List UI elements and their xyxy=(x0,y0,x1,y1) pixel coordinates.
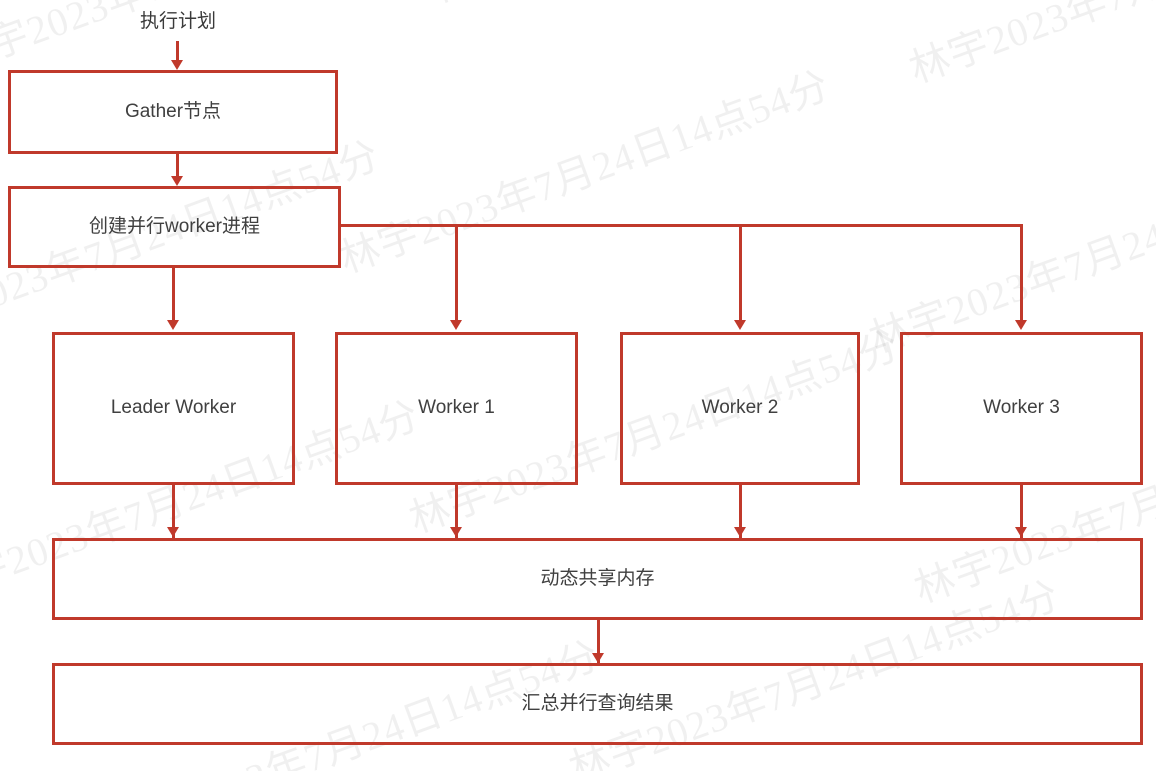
node-leader-worker-label: Leader Worker xyxy=(110,397,237,419)
edge-leader-to-shared-line xyxy=(172,485,175,540)
edge-worker1-to-shared-arrowhead xyxy=(450,527,462,537)
edge-worker3-to-shared-line xyxy=(1020,485,1023,540)
edge-gather-to-create-line xyxy=(176,154,179,178)
edge-leader-to-shared-arrowhead xyxy=(167,527,179,537)
edge-plan-to-gather-line xyxy=(176,41,179,63)
node-worker-3[interactable]: Worker 3 xyxy=(900,332,1143,485)
node-gather[interactable]: Gather节点 xyxy=(8,70,338,154)
edge-shared-to-aggregate-arrowhead xyxy=(592,653,604,663)
edge-create-to-leader-arrowhead xyxy=(167,320,179,330)
edge-create-to-worker3-arrowhead xyxy=(1015,320,1027,330)
node-worker-2-label: Worker 2 xyxy=(701,397,779,419)
node-worker-1[interactable]: Worker 1 xyxy=(335,332,578,485)
entry-label-execution-plan: 执行计划 xyxy=(139,11,217,32)
node-dynamic-shared-memory[interactable]: 动态共享内存 xyxy=(52,538,1143,620)
node-gather-label: Gather节点 xyxy=(124,100,222,122)
node-aggregate-parallel-results[interactable]: 汇总并行查询结果 xyxy=(52,663,1143,745)
edge-worker3-to-shared-arrowhead xyxy=(1015,527,1027,537)
node-create-parallel-worker-label: 创建并行worker进程 xyxy=(88,215,260,237)
edge-create-to-leader-line xyxy=(172,268,175,322)
edge-create-to-worker3-line xyxy=(1020,224,1023,322)
edge-worker2-to-shared-arrowhead xyxy=(734,527,746,537)
edge-shared-to-aggregate-line xyxy=(597,620,600,665)
node-aggregate-parallel-results-label: 汇总并行查询结果 xyxy=(521,692,674,714)
edge-create-branch-bus xyxy=(341,224,1023,227)
node-create-parallel-worker[interactable]: 创建并行worker进程 xyxy=(8,186,341,268)
node-leader-worker[interactable]: Leader Worker xyxy=(52,332,295,485)
edge-create-to-worker1-arrowhead xyxy=(450,320,462,330)
edge-plan-to-gather-arrowhead xyxy=(171,60,183,70)
node-worker-2[interactable]: Worker 2 xyxy=(620,332,860,485)
node-worker-3-label: Worker 3 xyxy=(983,397,1060,419)
node-dynamic-shared-memory-label: 动态共享内存 xyxy=(540,567,655,589)
edge-worker1-to-shared-line xyxy=(455,485,458,540)
edge-worker2-to-shared-line xyxy=(739,485,742,540)
edge-gather-to-create-arrowhead xyxy=(171,176,183,186)
node-worker-1-label: Worker 1 xyxy=(418,397,495,419)
edge-create-to-worker2-arrowhead xyxy=(734,320,746,330)
edge-create-to-worker2-line xyxy=(739,224,742,322)
edge-create-to-worker1-line xyxy=(455,224,458,322)
